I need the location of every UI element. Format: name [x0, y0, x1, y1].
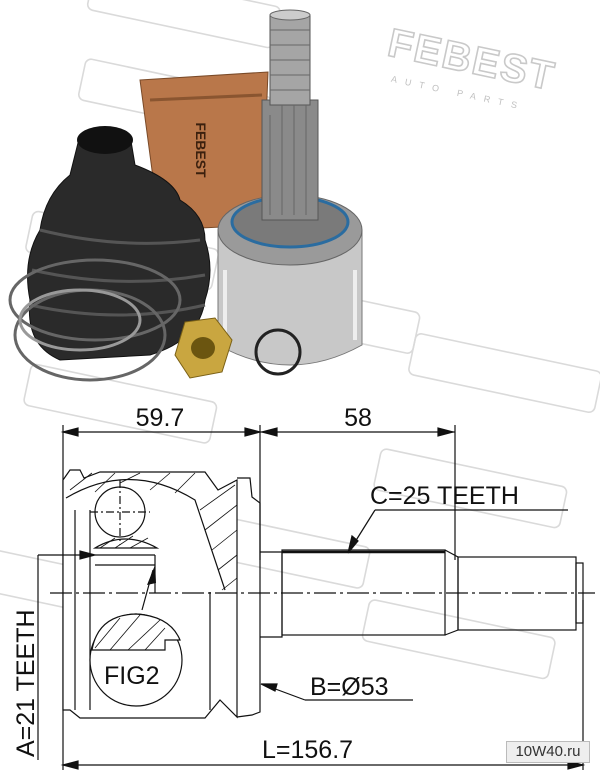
cv-boot: [27, 126, 211, 361]
outer-spline-label: C=25 TEETH: [370, 482, 519, 510]
o-ring: [254, 328, 302, 376]
hub-nut: [174, 317, 233, 379]
length-label: L=156.7: [262, 736, 353, 764]
leader-abs-ring: [260, 683, 413, 701]
technical-drawing: [37, 425, 595, 770]
abs-ring-label: B=Ø53: [310, 673, 389, 701]
joint-housing-section: [62, 469, 261, 719]
cv-joint: [217, 9, 363, 366]
leader-spline: [347, 509, 568, 554]
tube-label: FEBEST: [193, 122, 209, 178]
dimension-58: [259, 427, 456, 437]
fig2-label: FIG2: [104, 662, 160, 690]
dimension-label-housing: 59.7: [136, 404, 185, 432]
site-watermark-badge: 10W40.ru: [506, 741, 590, 763]
boot-clamps: [8, 258, 182, 382]
dimension-label-shaft: 58: [344, 404, 372, 432]
product-photo: FEBEST: [8, 9, 363, 382]
dimension-59-7: [60, 427, 263, 437]
inner-spline-label: A=21 TEETH: [12, 609, 40, 757]
dimension-length: [60, 760, 586, 770]
leader-inner-spline: [37, 550, 98, 760]
